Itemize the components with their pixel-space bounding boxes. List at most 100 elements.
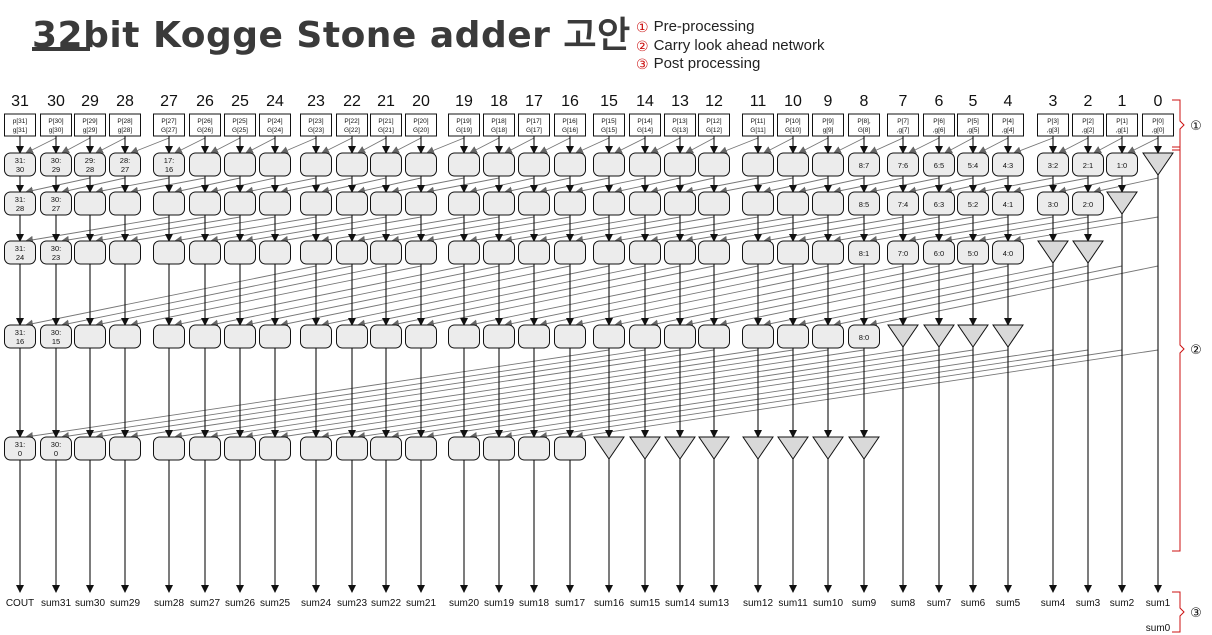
carry-node bbox=[189, 324, 221, 349]
node-label: 7:6 bbox=[898, 161, 908, 170]
carry-node bbox=[848, 191, 880, 216]
carry-node bbox=[40, 240, 72, 265]
node-label: 23 bbox=[52, 253, 60, 262]
bit-label: 6 bbox=[935, 93, 944, 110]
carry-node bbox=[109, 152, 141, 177]
pg-label-g: g[28] bbox=[118, 127, 133, 134]
diagonal-wire bbox=[763, 216, 904, 244]
pg-label-p: P[14] bbox=[637, 118, 652, 125]
carry-node bbox=[370, 240, 402, 265]
diagonal-wire bbox=[95, 216, 241, 244]
diagonal-wire bbox=[1127, 137, 1159, 154]
pg-label-p: P[0] bbox=[1152, 118, 1164, 125]
diagonal-wire bbox=[174, 137, 206, 154]
buffer-triangle bbox=[812, 436, 844, 460]
diagonal-wire bbox=[1093, 177, 1159, 195]
carry-node bbox=[448, 152, 480, 177]
legend-item-carry-network: ② Carry look ahead network bbox=[636, 37, 824, 56]
pg-box bbox=[300, 113, 332, 137]
node-label: 3:2 bbox=[1048, 161, 1058, 170]
diagonal-wire bbox=[719, 216, 865, 244]
diagonal-wire bbox=[280, 216, 422, 244]
diagonal-wire bbox=[685, 137, 715, 154]
carry-node bbox=[153, 240, 185, 265]
diagonal-wire bbox=[469, 349, 1054, 440]
carry-node bbox=[300, 324, 332, 349]
node-label: 8:1 bbox=[859, 249, 869, 258]
carry-node bbox=[698, 240, 730, 265]
pg-label-g: G[18] bbox=[491, 127, 507, 134]
pg-label-g: G[10] bbox=[785, 127, 801, 134]
bit-label: 16 bbox=[561, 93, 579, 110]
carry-node bbox=[957, 240, 989, 265]
buffer-triangle bbox=[629, 436, 661, 460]
carry-node bbox=[259, 152, 291, 177]
node-label: 28 bbox=[86, 165, 94, 174]
carry-node bbox=[777, 324, 809, 349]
carry-node bbox=[992, 191, 1024, 216]
diagonal-wire bbox=[614, 177, 681, 195]
buffer-triangle bbox=[1142, 152, 1174, 176]
diagonal-wire bbox=[798, 216, 940, 244]
pg-label-p: P[15] bbox=[601, 118, 616, 125]
carry-node bbox=[629, 191, 661, 216]
output-label: sum3 bbox=[1076, 598, 1101, 609]
bit-label: 25 bbox=[231, 93, 249, 110]
node-label: 28: bbox=[120, 156, 130, 165]
carry-node bbox=[109, 240, 141, 265]
carry-node bbox=[923, 152, 955, 177]
carry-node bbox=[777, 240, 809, 265]
node-label: 8:5 bbox=[859, 200, 869, 209]
carry-node bbox=[405, 240, 437, 265]
bit-label: 11 bbox=[750, 93, 767, 110]
output-label: sum10 bbox=[813, 598, 843, 609]
pg-label-g: G[25] bbox=[232, 127, 248, 134]
pg-box bbox=[189, 113, 221, 137]
buffer-triangle bbox=[777, 436, 809, 460]
bit-label: 14 bbox=[636, 93, 654, 110]
diagonal-wire bbox=[61, 265, 353, 328]
pg-label-p: P[4] bbox=[1002, 118, 1014, 125]
output-label: sum9 bbox=[852, 598, 877, 609]
pg-box bbox=[664, 113, 696, 137]
carry-node bbox=[483, 152, 515, 177]
output-label: sum21 bbox=[406, 598, 436, 609]
node-label: 31: bbox=[15, 328, 25, 337]
bit-label: 8 bbox=[860, 93, 869, 110]
pg-box bbox=[1142, 113, 1174, 137]
diagonal-wire bbox=[391, 216, 535, 244]
diagonal-wire bbox=[869, 177, 940, 195]
diagonal-wire bbox=[245, 177, 317, 195]
bit-label: 18 bbox=[490, 93, 508, 110]
bit-label: 10 bbox=[784, 93, 802, 110]
carry-node bbox=[448, 240, 480, 265]
carry-node bbox=[812, 152, 844, 177]
carry-node bbox=[224, 240, 256, 265]
carry-node bbox=[40, 152, 72, 177]
bit-label: 4 bbox=[1004, 93, 1013, 110]
carry-node bbox=[448, 324, 480, 349]
diagonal-wire bbox=[280, 137, 317, 154]
carry-node bbox=[518, 191, 550, 216]
diagonal-wire bbox=[575, 177, 646, 195]
diagonal-wire bbox=[614, 265, 904, 328]
pg-label-p: P[18] bbox=[491, 118, 506, 125]
diagonal-wire bbox=[469, 137, 500, 154]
pg-box bbox=[812, 113, 844, 137]
carry-node bbox=[189, 240, 221, 265]
bit-label: 21 bbox=[377, 93, 395, 110]
diagonal-wire bbox=[944, 137, 974, 154]
bit-label: 31 bbox=[11, 93, 29, 110]
carry-node bbox=[153, 324, 185, 349]
diagonal-wire bbox=[539, 137, 571, 154]
diagonal-wire bbox=[245, 265, 535, 328]
page-title: 32bit Kogge Stone adder 고안 bbox=[32, 15, 631, 56]
output-label: sum15 bbox=[630, 598, 660, 609]
pg-label-g: ,g[1] bbox=[1116, 127, 1129, 134]
pg-label-p: P[19] bbox=[456, 118, 471, 125]
diagonal-wire bbox=[245, 137, 276, 154]
carry-node bbox=[4, 324, 36, 349]
diagonal-wire bbox=[908, 137, 940, 154]
output-label: sum30 bbox=[75, 598, 105, 609]
diagonal-wire bbox=[504, 137, 535, 154]
